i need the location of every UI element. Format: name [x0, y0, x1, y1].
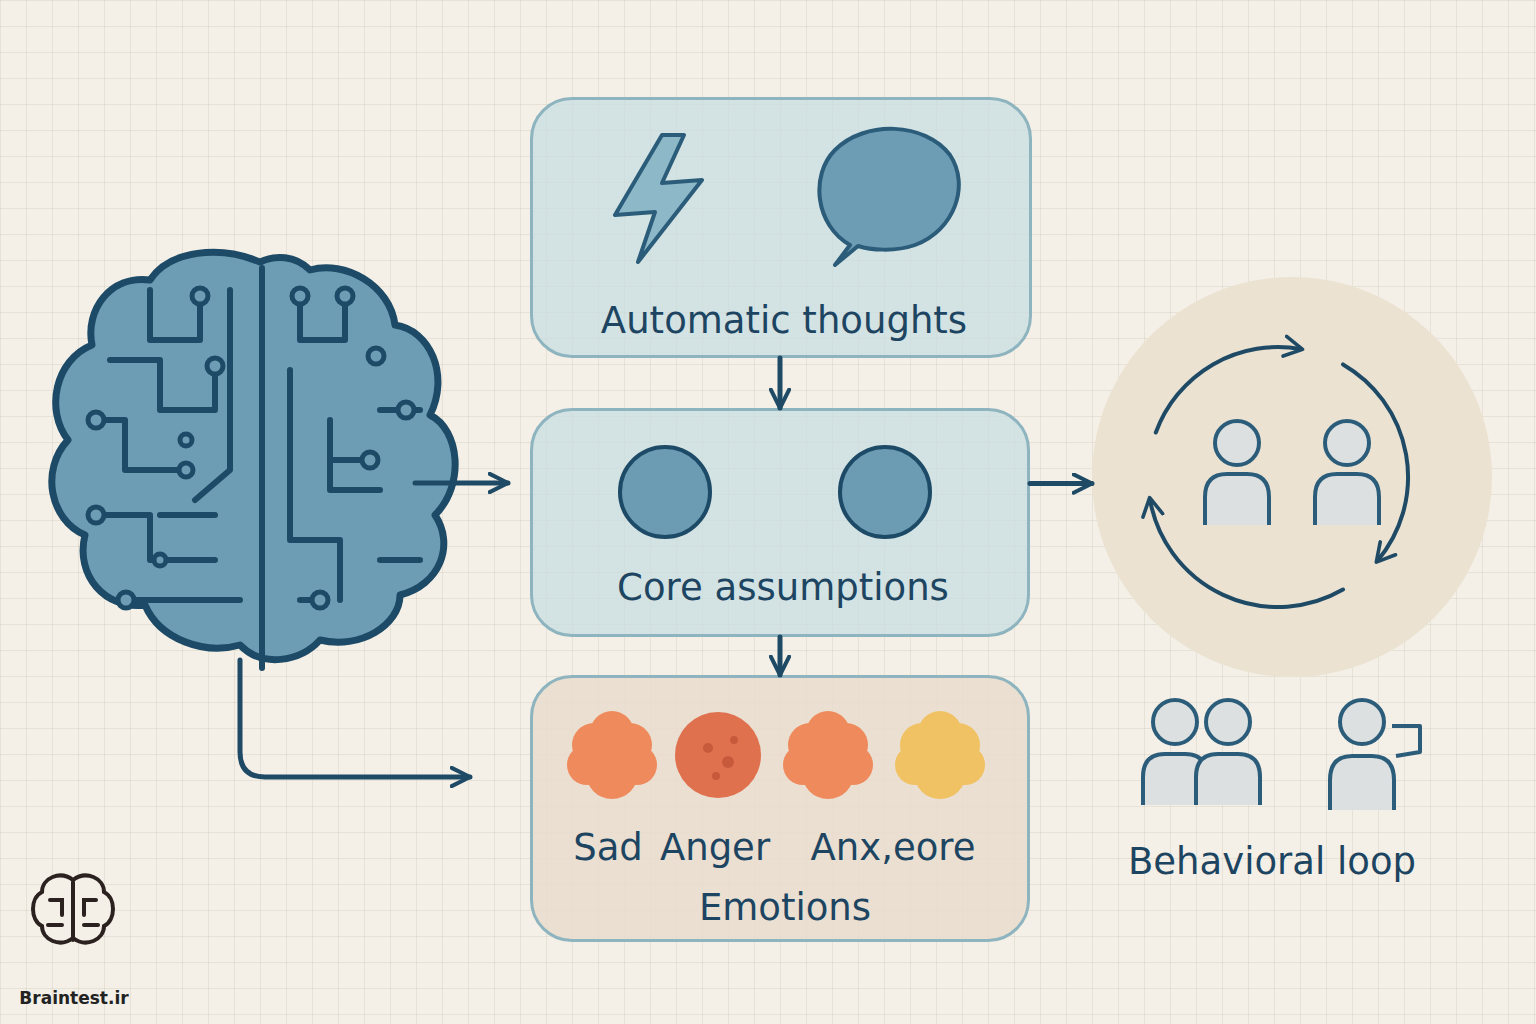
circle-outline: [1092, 277, 1492, 677]
node-text: Core assumptions: [538, 566, 1028, 610]
logo-brain: [33, 876, 113, 943]
loop-circle-fill: [1092, 277, 1492, 677]
circuit-brain: [52, 252, 455, 668]
thought-box: Automatic thoughts: [530, 97, 1032, 358]
watermark: Braintest.ir: [14, 987, 134, 1009]
node-text: Behavioral loop: [1082, 840, 1462, 884]
brain-arrows: [240, 483, 508, 777]
assumption-box: Core assumptions: [530, 408, 1030, 637]
behavior-loop-circle: Behavioral loop: [1092, 277, 1492, 677]
node-text: Sad: [553, 826, 663, 870]
flow-arrow: [778, 637, 783, 675]
node-text: Anger: [640, 826, 790, 870]
node-text: Automatic thoughts: [539, 299, 1029, 343]
flow-arrow: [778, 358, 783, 408]
flow-arrow: [1030, 481, 1092, 486]
emotion-box: SadAngerAnx,eoreEmotions: [530, 675, 1030, 942]
node-text: Anx,eore: [788, 826, 998, 870]
node-text: Emotions: [635, 886, 935, 930]
